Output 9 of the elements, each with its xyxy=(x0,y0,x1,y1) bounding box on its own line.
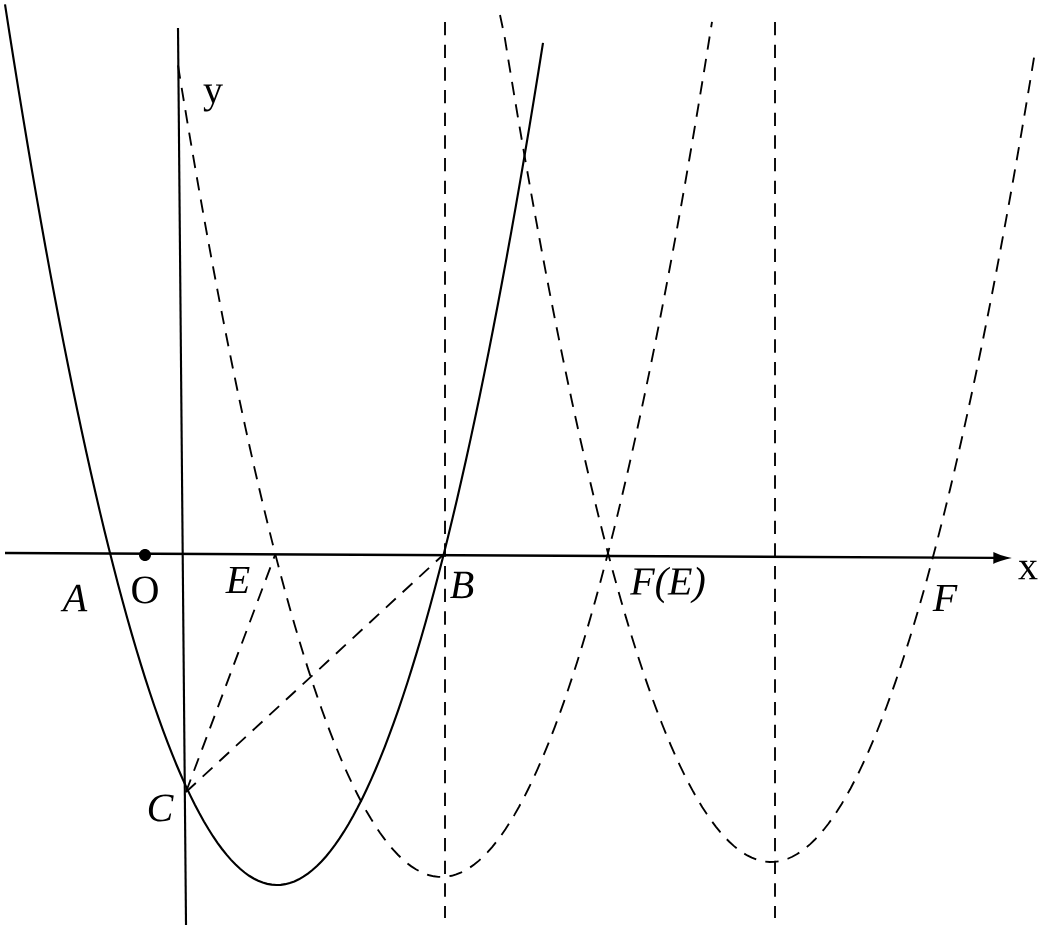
point-label: F xyxy=(932,584,958,612)
axis-label: x xyxy=(1018,560,1038,580)
point-label: A xyxy=(60,584,88,612)
axis-label: y xyxy=(203,84,223,112)
point-label: F(E) xyxy=(630,566,705,604)
point-label: E xyxy=(225,566,250,594)
origin-label: O xyxy=(132,576,158,604)
point-label: C xyxy=(148,794,174,822)
point-label: B xyxy=(450,571,474,599)
